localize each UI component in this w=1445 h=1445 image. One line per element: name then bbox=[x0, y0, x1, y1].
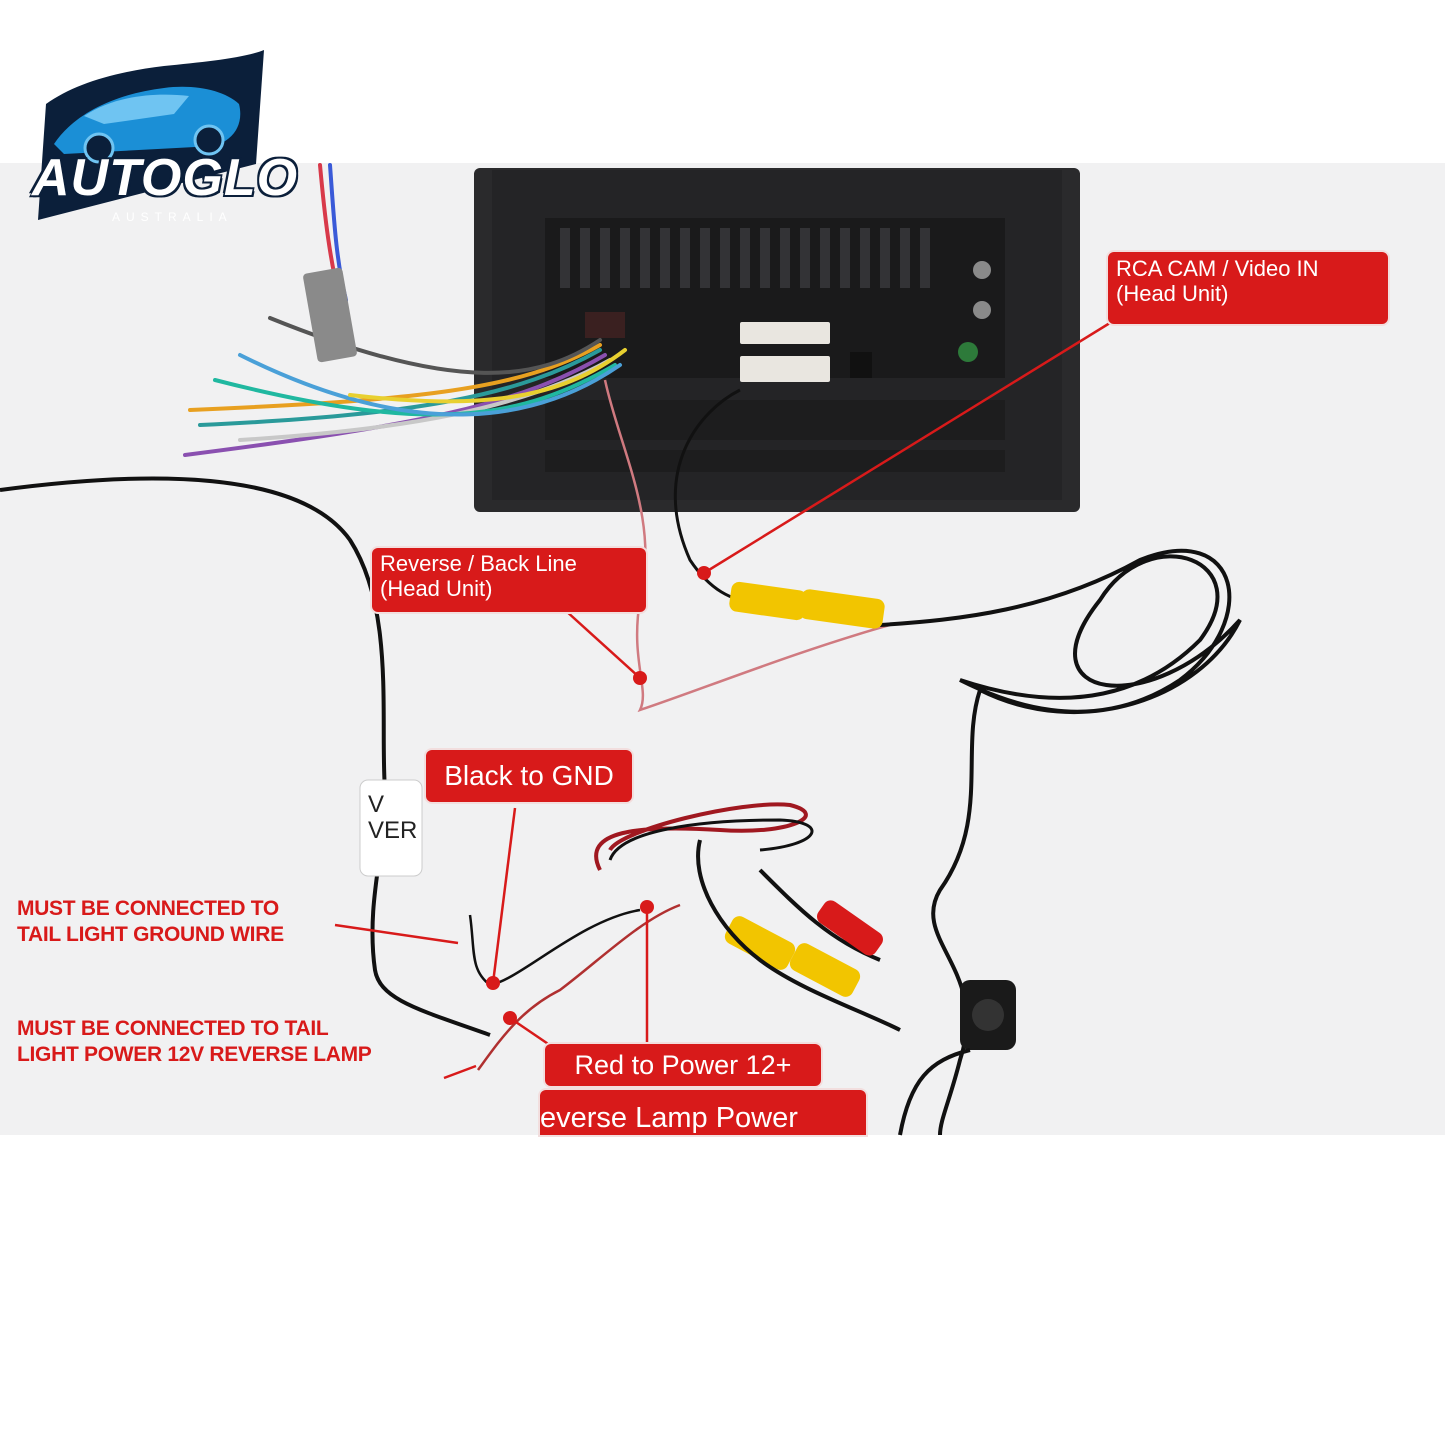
car-logo-icon bbox=[38, 50, 264, 220]
rca-video-cable bbox=[673, 388, 761, 607]
brand-tagline: AUSTRALIA bbox=[112, 210, 233, 224]
note-ground-line1: MUST BE CONNECTED TO bbox=[17, 897, 279, 920]
wire-harness bbox=[183, 163, 627, 457]
rca-connector-icon bbox=[724, 581, 885, 997]
note-ground-line2: TAIL LIGHT GROUND WIRE bbox=[17, 923, 284, 947]
label-reverse-line2: (Head Unit) bbox=[380, 576, 493, 602]
label-rca-line1: RCA CAM / Video IN bbox=[1116, 256, 1319, 281]
wire-tag-line2: VER bbox=[368, 817, 418, 845]
wire-tag-line1: V bbox=[368, 791, 385, 818]
note-power-wire: MUST BE CONNECTED TO TAIL LIGHT POWER 12… bbox=[17, 1016, 372, 1069]
power-cable bbox=[0, 476, 491, 1037]
brand-logo: AUTOGLO AUSTRALIA bbox=[24, 44, 297, 224]
wire-tag bbox=[359, 779, 423, 877]
reverse-camera-icon bbox=[898, 980, 1016, 1136]
label-rca-line2: (Head Unit) bbox=[1116, 281, 1229, 307]
label-rca-cam: RCA CAM / Video IN (Head Unit) bbox=[1108, 252, 1388, 324]
harness-plug bbox=[303, 267, 357, 363]
label-black-gnd: Black to GND bbox=[426, 750, 632, 802]
leader-lines bbox=[334, 316, 1119, 1080]
note-ground-wire: MUST BE CONNECTED TO TAIL LIGHT GROUND W… bbox=[17, 896, 284, 949]
label-reverse-line1: Reverse / Back Line bbox=[380, 551, 577, 576]
note-power-line1: MUST BE CONNECTED TO TAIL bbox=[17, 1017, 329, 1040]
label-red-power: Red to Power 12+ bbox=[545, 1044, 821, 1086]
brand-name: AUTOGLO bbox=[32, 149, 299, 207]
note-power-line2: LIGHT POWER 12V REVERSE LAMP bbox=[17, 1043, 372, 1067]
wire-tag-text: V VER bbox=[368, 791, 418, 845]
label-reverse-lamp: everse Lamp Power bbox=[540, 1090, 866, 1135]
label-reverse-line: Reverse / Back Line (Head Unit) bbox=[372, 548, 646, 612]
head-unit-icon bbox=[474, 168, 1080, 512]
